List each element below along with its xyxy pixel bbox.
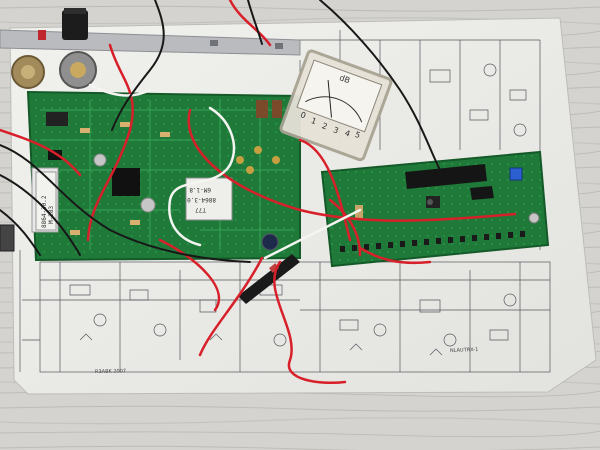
meter-label: dB <box>338 73 351 85</box>
meter-scale-0: 0 <box>299 110 307 120</box>
secondary-pcb-components <box>340 164 540 252</box>
analog-meter: dB 0 1 2 3 4 5 <box>279 49 393 162</box>
schematic-caption-2: NLAUTRX-1 <box>450 347 479 354</box>
knob-black <box>62 8 88 40</box>
meter-scale-4: 4 <box>344 128 352 138</box>
crystal-filter-2-label-3: T77 <box>195 206 206 213</box>
secondary-pcb <box>320 150 550 268</box>
crystal-filter-2-label-2: 8864-3.0 <box>187 196 216 203</box>
wires-black <box>0 0 441 263</box>
crystal-filter-1: 8864-30.2 M-283 <box>35 171 57 231</box>
crystal-filter-2: 6M-1.8 8864-3.0 T77 <box>187 186 216 213</box>
crystal-filter-2-label-1: 6M-1.8 <box>189 186 211 193</box>
meter-scale-5: 5 <box>354 130 362 140</box>
meter-scale-2: 2 <box>321 121 329 131</box>
switch-red <box>38 30 46 40</box>
wires-white <box>88 83 362 260</box>
wires-red <box>0 0 517 385</box>
schematic-caption-1: R3ABK 2007 <box>95 368 126 375</box>
potentiometer-1 <box>11 55 45 89</box>
meter-scale-3: 3 <box>332 125 340 135</box>
potentiometer-2 <box>59 51 97 89</box>
meter-scale-1: 1 <box>310 116 318 126</box>
connector-left <box>0 224 15 252</box>
crystal-filter-1-label-1: 8864-30.2 <box>41 195 48 228</box>
